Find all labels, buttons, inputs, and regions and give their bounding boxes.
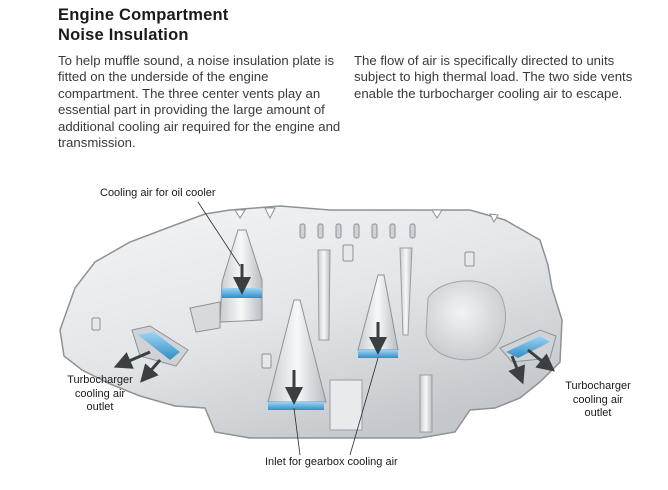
turbo-right-label: Turbocharger cooling air outlet: [558, 380, 638, 421]
title-line-1: Engine Compartment: [58, 6, 229, 24]
oil-cooler-vent: [222, 288, 262, 298]
title-line-2: Noise Insulation: [58, 26, 189, 44]
slot: [335, 223, 342, 239]
notch: [264, 207, 276, 220]
gearbox-vent: [268, 402, 324, 410]
rear-panel: [329, 379, 363, 431]
slot: [317, 223, 324, 239]
slot: [353, 223, 360, 239]
page-title: Engine Compartment Noise Insulation: [58, 5, 228, 45]
gearbox-scoop: [267, 299, 327, 403]
rib: [399, 247, 413, 336]
turbo-left-label: Turbocharger cooling air outlet: [60, 374, 140, 415]
intro-paragraph-left: To help muffle sound, a noise insulation…: [58, 53, 341, 151]
left-turbo-vent: [138, 332, 180, 360]
notch: [489, 213, 499, 224]
notch: [234, 209, 246, 219]
right-turbo-vent: [506, 336, 550, 358]
oil-cooler-label: Cooling air for oil cooler: [100, 187, 216, 199]
insulation-plate-diagram: Cooling air for oil cooler Turbocharger …: [0, 170, 668, 485]
gearbox-leader-1: [293, 407, 301, 456]
clip: [261, 353, 272, 369]
plate-body: [59, 205, 563, 439]
rib: [317, 249, 331, 341]
gearbox-inlet-label: Inlet for gearbox cooling air: [265, 456, 398, 468]
gearbox-leader-2: [349, 357, 379, 456]
turbo-left-line-2: cooling air: [74, 387, 126, 400]
clip: [464, 251, 475, 267]
turbo-left-line-3: outlet: [86, 401, 114, 413]
slot: [299, 223, 306, 239]
turbo-left-line-1: Turbocharger: [67, 374, 133, 386]
turbo-right-line-1: Turbocharger: [565, 380, 631, 392]
turbo-right-line-3: outlet: [584, 407, 612, 419]
scoop-shadow: [189, 301, 221, 333]
insulation-plate-svg: [59, 201, 563, 456]
clip: [342, 244, 354, 262]
left-turbo-arrow-2: [140, 359, 162, 383]
right-turbo-arrow-2: [508, 355, 526, 385]
right-turbo-arrow-1: [527, 348, 556, 372]
slot: [371, 223, 378, 239]
clip: [91, 317, 101, 331]
notch: [431, 209, 443, 219]
turbo-right-line-2: cooling air: [572, 393, 624, 406]
oil-cooler-leader: [197, 201, 241, 267]
intro-paragraph-right: The flow of air is specifically directed…: [354, 53, 633, 101]
center-vent: [358, 350, 398, 358]
right-recess: [425, 280, 507, 361]
slot: [409, 223, 416, 239]
rib: [419, 374, 433, 433]
slot: [389, 223, 396, 239]
left-turbo-arrow-1: [113, 350, 151, 369]
